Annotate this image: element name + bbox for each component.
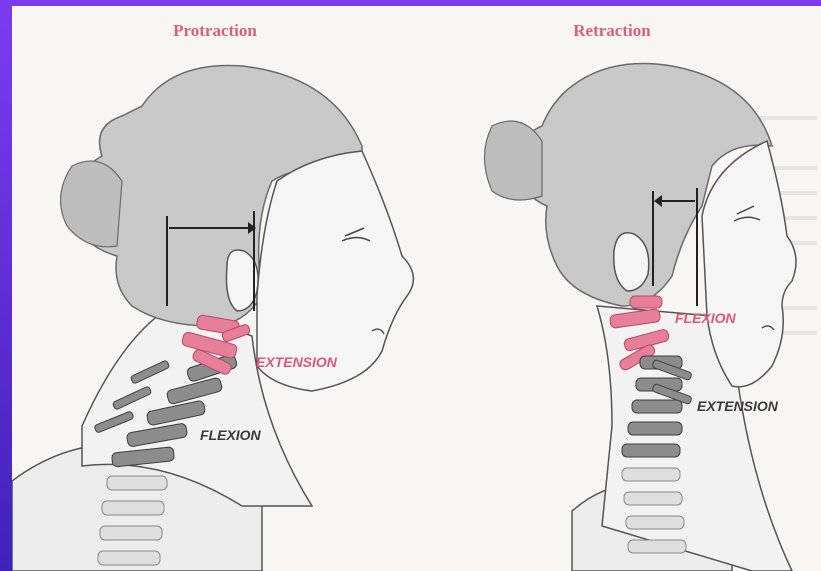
- retraction-title: Retraction: [573, 21, 651, 40]
- neck-motion-illustration: EXTENSION FLEXION: [12, 6, 821, 571]
- retraction-figure: FLEXION EXTENSION: [485, 64, 797, 571]
- protraction-extension-label: EXTENSION: [256, 354, 338, 370]
- protraction-figure: EXTENSION FLEXION: [12, 66, 413, 571]
- book-page: EXTENSION FLEXION: [12, 6, 821, 571]
- protraction-title: Protraction: [173, 21, 257, 40]
- retraction-flexion-label: FLEXION: [675, 310, 737, 326]
- ear-right-figure: [614, 233, 649, 291]
- protraction-flexion-label: FLEXION: [200, 427, 262, 443]
- retraction-extension-label: EXTENSION: [697, 398, 779, 414]
